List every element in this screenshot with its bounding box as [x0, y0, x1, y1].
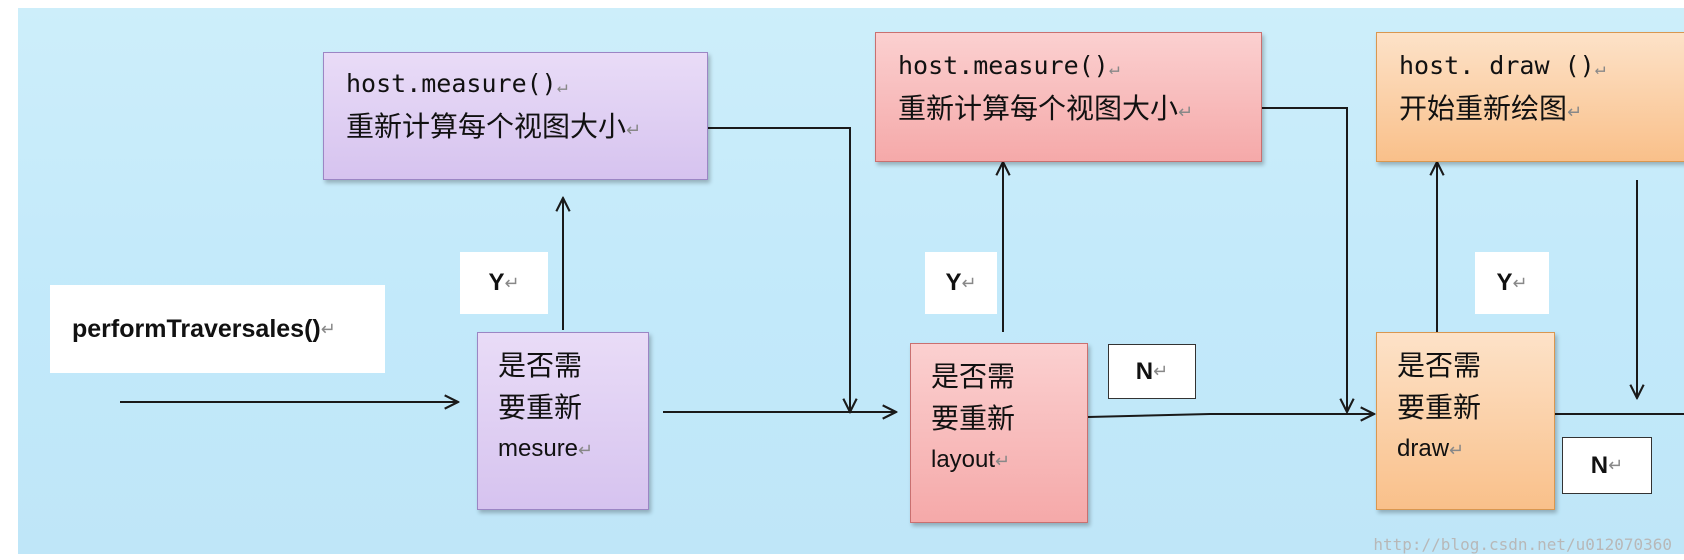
paragraph-mark: ↵: [1512, 272, 1528, 293]
decision-line: 要重新: [931, 402, 1016, 435]
no-label-draw: N↵: [1562, 437, 1652, 494]
arrow-measure-action-down: [705, 127, 850, 412]
paragraph-mark: ↵: [961, 272, 977, 293]
draw-decision-box: 是否需 要重新 draw↵: [1376, 332, 1555, 510]
paragraph-mark: ↵: [1108, 58, 1120, 79]
paragraph-mark: ↵: [556, 76, 568, 97]
draw-action-box: host. draw ()↵ 开始重新绘图↵: [1376, 32, 1684, 162]
paragraph-mark: ↵: [995, 451, 1011, 471]
decision-line: 要重新: [1397, 391, 1482, 424]
decision-target: layout: [931, 446, 996, 473]
no-label-layout: N↵: [1108, 344, 1196, 399]
layout-decision-box: 是否需 要重新 layout↵: [910, 343, 1088, 523]
entry-label-box: performTraversales() ↵: [50, 285, 385, 373]
paragraph-mark: ↵: [1608, 455, 1624, 475]
decision-line: 是否需: [1397, 349, 1482, 382]
draw-action-call: host. draw (): [1399, 51, 1595, 80]
measure-action-desc: 重新计算每个视图大小: [346, 110, 627, 143]
measure-action-box: host.measure()↵ 重新计算每个视图大小↵: [323, 52, 708, 180]
decision-target: mesure: [498, 435, 579, 462]
yes-label-draw: Y↵: [1475, 252, 1549, 314]
arrow-layout-action-down: [1262, 107, 1347, 412]
arrow-layout-no-to-draw: [1087, 414, 1374, 417]
measure-decision-box: 是否需 要重新 mesure↵: [477, 332, 649, 510]
paragraph-mark: ↵: [626, 120, 642, 141]
decision-line: 是否需: [498, 349, 583, 382]
yes-label-layout: Y↵: [925, 252, 997, 314]
no-text: N: [1590, 451, 1609, 479]
paragraph-mark: ↵: [1594, 58, 1606, 79]
paragraph-mark: ↵: [1178, 102, 1194, 123]
paragraph-mark: ↵: [504, 272, 520, 293]
yes-label-measure: Y↵: [460, 252, 548, 314]
paragraph-mark: ↵: [578, 440, 594, 460]
paragraph-mark: ↵: [1449, 440, 1465, 460]
entry-label: performTraversales(): [72, 314, 321, 343]
decision-line: 要重新: [498, 391, 583, 424]
draw-action-desc: 开始重新绘图: [1399, 92, 1568, 125]
yes-text: Y: [1496, 269, 1513, 296]
measure-action-call: host.measure(): [346, 69, 557, 98]
paragraph-mark: ↵: [320, 318, 336, 339]
decision-target: draw: [1397, 435, 1450, 462]
layout-action-box: host.measure()↵ 重新计算每个视图大小↵: [875, 32, 1262, 162]
paragraph-mark: ↵: [1153, 361, 1169, 381]
no-text: N: [1135, 357, 1154, 385]
yes-text: Y: [488, 269, 505, 296]
paragraph-mark: ↵: [1567, 102, 1583, 123]
decision-line: 是否需: [931, 360, 1016, 393]
layout-action-desc: 重新计算每个视图大小: [898, 92, 1179, 125]
yes-text: Y: [945, 269, 962, 296]
layout-action-call: host.measure(): [898, 51, 1109, 80]
watermark: http://blog.csdn.net/u012070360: [1373, 535, 1672, 554]
